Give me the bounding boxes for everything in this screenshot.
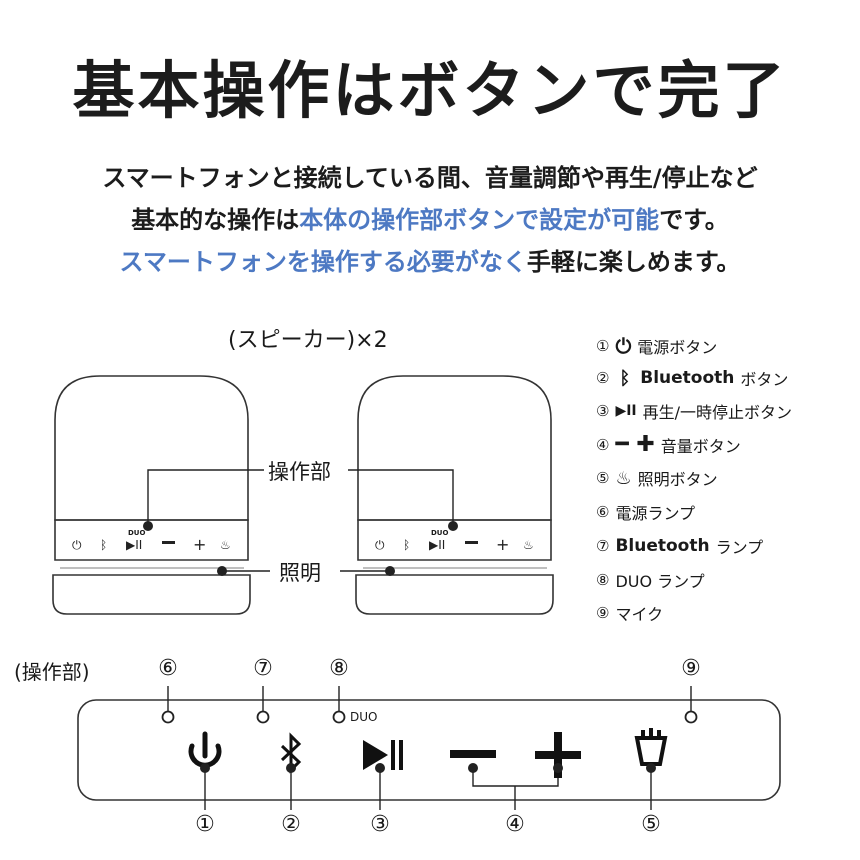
plus-icon	[535, 732, 581, 778]
power-lamp	[161, 710, 175, 724]
legend-item: ④ ━ ✚ 音量ボタン	[596, 432, 741, 457]
panel-number: ④	[505, 812, 525, 837]
bluetooth-icon: ᛒ	[100, 538, 107, 552]
description-text: 基本的な操作は	[131, 206, 300, 234]
speaker-foot	[355, 574, 554, 615]
minus-icon	[465, 541, 478, 544]
panel-number: ⑤	[641, 812, 661, 837]
legend-number: ⑧	[596, 571, 610, 589]
control-panel-outline	[77, 699, 781, 801]
plus-icon: +	[193, 535, 206, 554]
callout-lines	[147, 469, 454, 572]
legend-number: ③	[596, 402, 610, 420]
play-pause-icon: ▶II	[615, 403, 637, 419]
power-icon	[188, 731, 222, 768]
legend-text: 再生/一時停止ボタン	[642, 403, 793, 422]
page-title: 基本操作はボタンで完了	[72, 54, 788, 127]
mic-hole	[684, 710, 698, 724]
panel-number: ⑥	[158, 656, 178, 681]
legend-text: 電源ボタン	[637, 338, 718, 357]
legend-text: ランプ	[715, 538, 764, 557]
lamp-icon: ♨	[220, 538, 231, 552]
legend-item: ⑤ ♨ 照明ボタン	[596, 466, 718, 490]
speaker-base	[54, 519, 249, 561]
speaker-body	[357, 375, 552, 521]
panel-icons	[188, 728, 668, 778]
callout-dots	[143, 521, 458, 576]
description-text: 手軽に楽しめます。	[526, 248, 741, 276]
panel-number: ③	[370, 812, 390, 837]
panel-caption: (操作部)	[14, 660, 90, 684]
legend-item: ⑧ DUO ランプ	[596, 568, 705, 592]
legend-number: ②	[596, 369, 610, 387]
minus-plus-icon: ━ ✚	[615, 432, 655, 457]
description-highlight: 本体の操作部ボタンで設定が可能	[299, 206, 660, 234]
description-line-1: スマートフォンと接続している間、音量調節や再生/停止など	[102, 164, 758, 192]
legend-text: 照明ボタン	[637, 470, 718, 489]
panel-dots	[200, 763, 656, 773]
panel-lamps	[161, 710, 698, 724]
legend-bold: Bluetooth	[640, 368, 735, 388]
bluetooth-lamp	[256, 710, 270, 724]
lamp-icon	[634, 728, 668, 766]
legend-number: ⑥	[596, 503, 610, 521]
legend-text: DUO ランプ	[615, 572, 705, 591]
duo-lamp-label: DUO	[350, 710, 378, 724]
callout-controls: 操作部	[264, 456, 335, 486]
legend-bold: Bluetooth	[615, 536, 710, 556]
lamp-icon: ♨	[615, 467, 632, 489]
panel-number: ⑨	[681, 656, 701, 681]
bluetooth-icon: ᛒ	[403, 538, 410, 552]
speaker-left	[52, 375, 251, 615]
lamp-icon: ♨	[523, 538, 534, 552]
speaker-foot	[52, 574, 251, 615]
panel-number: ①	[195, 812, 215, 837]
power-icon: ⏻	[615, 334, 632, 358]
speaker-caption: (スピーカー)×2	[228, 328, 388, 353]
legend-number: ⑦	[596, 537, 610, 555]
play-pause-icon	[363, 740, 403, 770]
legend-item: ⑥ 電源ランプ	[596, 500, 695, 524]
speaker-left-buttons: ⏻ ᛒ ▶II + ♨	[72, 535, 231, 554]
description-text: です。	[659, 206, 729, 234]
panel-number: ②	[281, 812, 301, 837]
power-icon: ⏻	[375, 538, 385, 552]
play-pause-icon: ▶II	[126, 538, 142, 552]
minus-icon	[450, 750, 496, 758]
description-line-2: 基本的な操作は本体の操作部ボタンで設定が可能です。	[0, 200, 860, 235]
legend-item: ② ᛒ Bluetooth ボタン	[596, 366, 788, 390]
panel-number: ⑧	[329, 656, 349, 681]
speaker-body	[54, 375, 249, 521]
plus-icon: +	[496, 535, 509, 554]
legend-item: ⑨ マイク	[596, 601, 663, 625]
duo-lamp	[332, 710, 346, 724]
legend-text: 音量ボタン	[660, 436, 741, 456]
speaker-duo-label: DUO	[128, 529, 146, 537]
legend-number: ⑨	[596, 604, 610, 622]
speaker-right-buttons: ⏻ ᛒ ▶II + ♨	[375, 535, 534, 554]
panel-number: ⑦	[253, 656, 273, 681]
speaker-base	[357, 519, 552, 561]
legend-number: ①	[596, 337, 610, 355]
minus-icon	[162, 541, 175, 544]
speaker-duo-label: DUO	[431, 529, 449, 537]
legend-number: ⑤	[596, 469, 610, 487]
legend-text: 電源ランプ	[615, 504, 695, 523]
speaker-right	[355, 375, 554, 615]
legend-text: マイク	[615, 605, 664, 624]
description-line-3: スマートフォンを操作する必要がなく手軽に楽しめます。	[0, 242, 860, 277]
description-highlight: スマートフォンを操作する必要がなく	[119, 248, 527, 276]
bluetooth-icon: ᛒ	[619, 367, 631, 389]
legend-item: ③ ▶II 再生/一時停止ボタン	[596, 399, 792, 423]
play-pause-icon: ▶II	[429, 538, 445, 552]
legend-item: ① ⏻ 電源ボタン	[596, 334, 717, 358]
legend-number: ④	[596, 435, 610, 454]
legend-item: ⑦ Bluetooth ランプ	[596, 534, 763, 558]
legend-text: ボタン	[740, 370, 789, 389]
power-icon: ⏻	[72, 538, 82, 552]
callout-light: 照明	[275, 557, 325, 587]
bluetooth-icon	[280, 732, 302, 774]
panel-leader-lines	[167, 686, 692, 810]
